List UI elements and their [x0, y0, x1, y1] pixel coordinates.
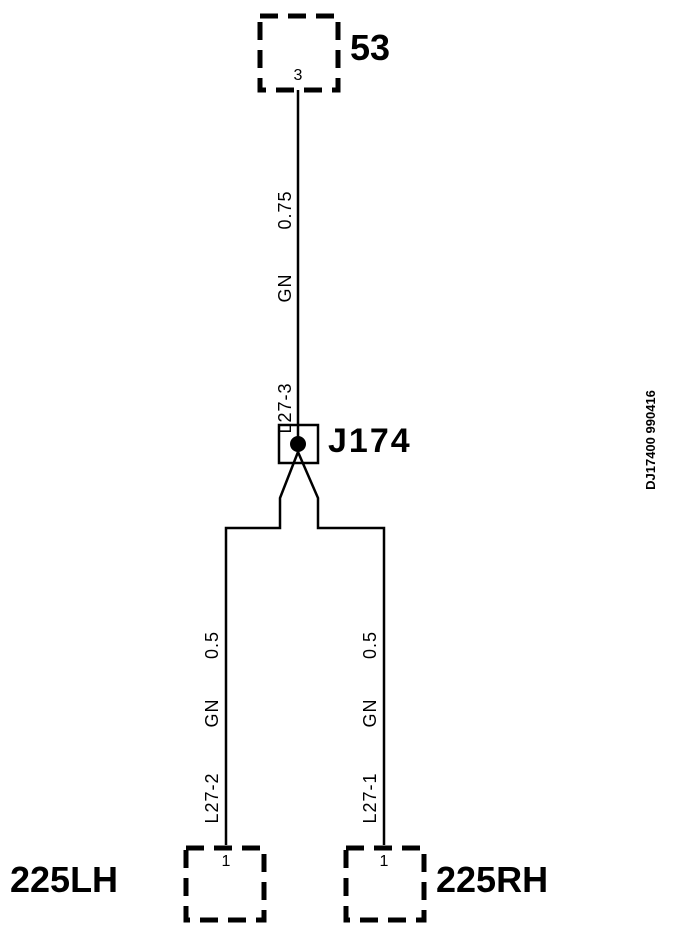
junction-label: J174 [328, 422, 412, 460]
wire-l27-2[interactable]: L27-2 GN 0.5 [202, 631, 222, 824]
drawing-code: DJ17400 990416 [643, 390, 658, 490]
connector-225rh-box [343, 845, 427, 923]
junction-box [277, 423, 320, 465]
connector-225lh[interactable]: 1 225LH [10, 845, 267, 923]
wire-l27-1-size: 0.5 [360, 631, 380, 659]
connector-225rh-pin: 1 [380, 853, 389, 870]
wire-l27-1[interactable]: L27-1 GN 0.5 [360, 631, 380, 824]
wire-l27-3-color: GN [275, 274, 295, 303]
wire-l27-2-id: L27-2 [202, 772, 222, 823]
wire-l27-1-id: L27-1 [360, 772, 380, 823]
connector-53-box [257, 13, 341, 93]
wire-l27-2-size: 0.5 [202, 631, 222, 659]
connector-225rh-label: 225RH [436, 859, 548, 900]
wire-l27-3-id: L27-3 [275, 382, 295, 433]
wire-l27-2-color: GN [202, 699, 222, 728]
junction-dot [290, 436, 306, 452]
connector-53-pin: 3 [294, 67, 303, 84]
wire-l27-1-color: GN [360, 699, 380, 728]
connector-225rh[interactable]: 1 225RH [343, 845, 548, 923]
wire-l27-3[interactable]: L27-3 GN 0.75 [275, 90, 300, 444]
connector-225lh-label: 225LH [10, 859, 118, 900]
svg-text:L27-1 GN 0.5: L27-1 GN 0.5 [360, 631, 380, 824]
connector-225lh-box [183, 845, 267, 923]
junction-split [224, 451, 386, 845]
wire-l27-3-size: 0.75 [275, 190, 295, 229]
connector-53[interactable]: 3 53 [257, 13, 390, 93]
split-left-line [224, 451, 300, 845]
junction-j174[interactable]: J174 [277, 422, 412, 465]
split-right-line [296, 451, 386, 845]
svg-text:L27-2 GN 0.5: L27-2 GN 0.5 [202, 631, 222, 824]
connector-225lh-pin: 1 [222, 853, 231, 870]
connector-53-label: 53 [350, 27, 390, 68]
svg-text:L27-3 GN 0.75: L27-3 GN 0.75 [275, 190, 295, 433]
